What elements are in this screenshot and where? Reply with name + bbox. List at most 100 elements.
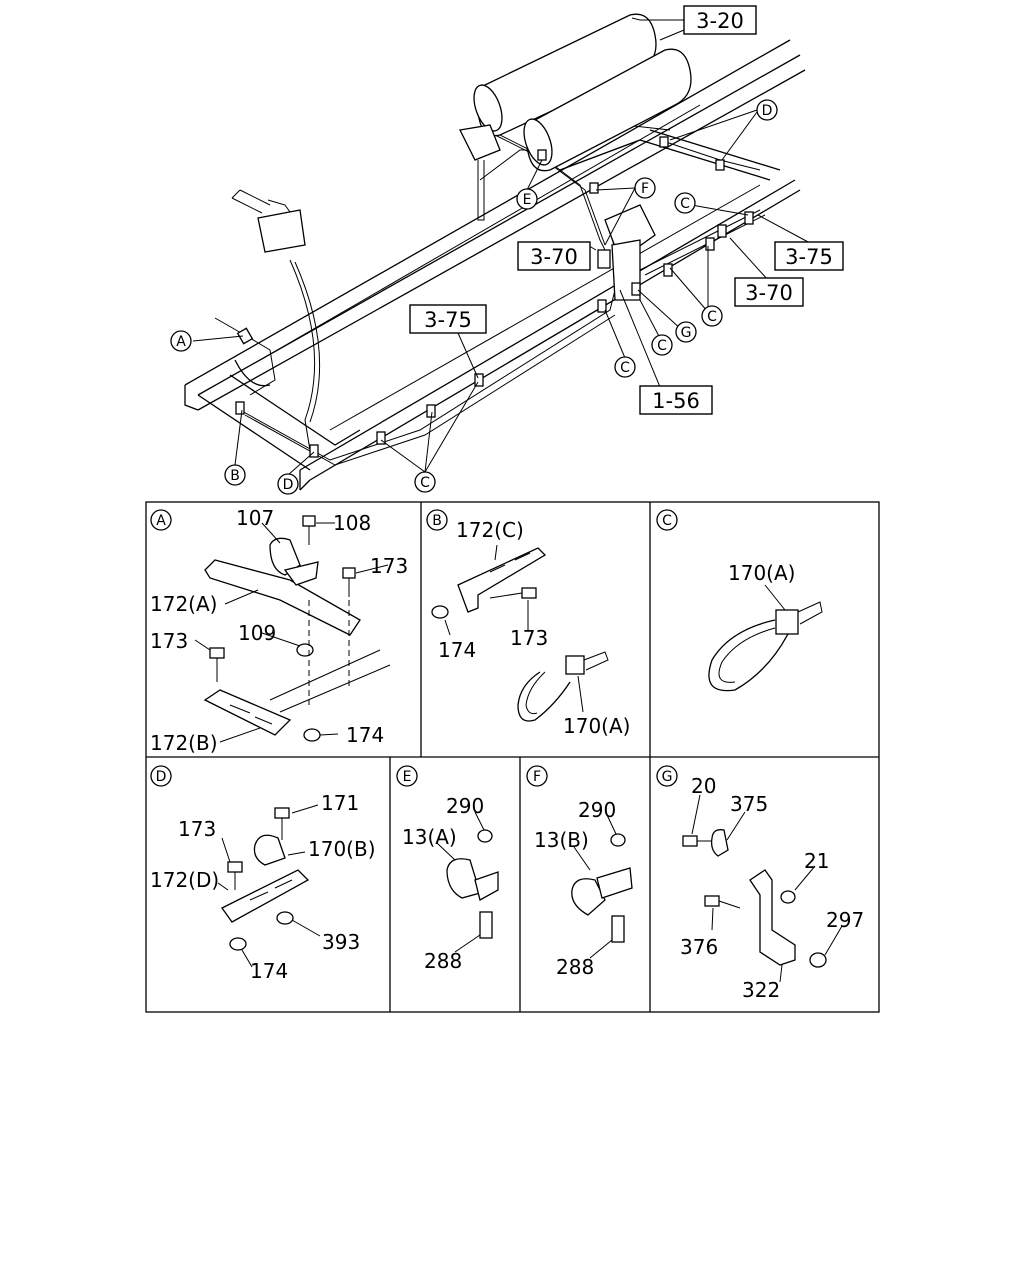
panel-e: E 290 13(A) 288	[396, 765, 499, 973]
svg-text:3-75: 3-75	[785, 245, 833, 269]
ref-box-3-70-right[interactable]: 3-70	[734, 277, 804, 307]
panel-a: A 107 108 173 172(A) 173 109 174 172(B)	[150, 506, 408, 755]
svg-text:C: C	[707, 309, 717, 325]
svg-text:13(A): 13(A)	[402, 825, 457, 849]
panel-b-letter: B	[426, 509, 448, 531]
svg-text:20: 20	[691, 774, 716, 798]
callout-c-bottom[interactable]: C	[414, 471, 436, 493]
svg-text:173: 173	[150, 629, 188, 653]
bracket-172a	[204, 559, 361, 636]
ref-box-3-20[interactable]: 3-20	[683, 5, 757, 35]
svg-text:C: C	[620, 360, 630, 376]
svg-text:13(B): 13(B)	[534, 828, 589, 852]
panel-c: C 170(A)	[656, 509, 823, 692]
bolt-20	[682, 835, 698, 847]
reference-boxes: 3-20 3-70 3-75 3-70 3-75 1-56	[409, 5, 844, 415]
svg-text:B: B	[432, 513, 442, 529]
nut-21	[780, 890, 796, 904]
panel-g-letter: G	[656, 765, 678, 787]
svg-text:E: E	[523, 192, 532, 208]
svg-text:3-20: 3-20	[696, 9, 744, 33]
svg-text:C: C	[657, 338, 667, 354]
svg-text:109: 109	[238, 621, 276, 645]
svg-text:21: 21	[804, 849, 829, 873]
svg-text:290: 290	[578, 798, 616, 822]
bolt-173	[227, 861, 243, 873]
svg-text:1-56: 1-56	[652, 389, 700, 413]
callout-c-right[interactable]: C	[701, 305, 723, 327]
callout-b[interactable]: B	[224, 464, 246, 486]
svg-text:170(B): 170(B)	[308, 837, 376, 861]
panel-g: G 20 375 21 297 376 322	[656, 765, 864, 1002]
callout-d-bottom[interactable]: D	[277, 473, 299, 495]
svg-text:170(A): 170(A)	[728, 561, 795, 585]
callout-c-mid[interactable]: C	[651, 334, 673, 356]
assembly-callouts: A B D C E F D C C G C C	[170, 99, 778, 495]
nut-290	[610, 833, 626, 847]
ref-box-3-75-right[interactable]: 3-75	[774, 241, 844, 271]
detail-grid	[145, 501, 880, 1013]
svg-text:B: B	[230, 468, 240, 484]
svg-text:3-70: 3-70	[745, 281, 793, 305]
nut-174	[431, 605, 449, 619]
svg-text:393: 393	[322, 930, 360, 954]
bolt-108	[302, 515, 316, 527]
bolt-376	[704, 895, 720, 907]
svg-text:E: E	[403, 769, 412, 785]
panel-d: D 171 173 170(B) 172(D) 393 174	[150, 765, 376, 983]
nut-174	[303, 728, 321, 742]
panel-b: B 172(C) 174 173 170(A)	[426, 509, 630, 738]
callout-g[interactable]: G	[675, 321, 697, 343]
leader-lines	[192, 17, 811, 476]
bolt-171	[274, 807, 290, 819]
callout-c-low[interactable]: C	[614, 356, 636, 378]
svg-text:D: D	[762, 103, 773, 119]
panel-a-letter: A	[150, 509, 172, 531]
callout-a[interactable]: A	[170, 330, 192, 352]
svg-text:A: A	[176, 334, 186, 350]
svg-text:174: 174	[346, 723, 384, 747]
svg-text:G: G	[681, 325, 692, 341]
svg-text:288: 288	[556, 955, 594, 979]
callout-f[interactable]: F	[634, 177, 656, 199]
callout-e[interactable]: E	[516, 188, 538, 210]
bolt-173	[521, 587, 537, 599]
svg-text:A: A	[156, 513, 166, 529]
svg-text:173: 173	[178, 817, 216, 841]
nut-290	[477, 829, 493, 843]
callout-c-top[interactable]: C	[674, 192, 696, 214]
svg-text:288: 288	[424, 949, 462, 973]
svg-text:C: C	[420, 475, 430, 491]
panel-c-letter: C	[656, 509, 678, 531]
nut-297	[809, 952, 827, 968]
ref-box-1-56[interactable]: 1-56	[639, 385, 713, 415]
nut-174	[229, 937, 247, 951]
callout-d-top[interactable]: D	[756, 99, 778, 121]
clamp-170b	[253, 834, 286, 866]
svg-text:172(C): 172(C)	[456, 518, 524, 542]
clamp-13b	[571, 878, 606, 916]
svg-text:172(A): 172(A)	[150, 592, 217, 616]
ref-box-3-75-left[interactable]: 3-75	[409, 304, 487, 334]
svg-text:172(B): 172(B)	[150, 731, 218, 755]
ref-box-3-70-left[interactable]: 3-70	[517, 241, 591, 271]
svg-text:375: 375	[730, 792, 768, 816]
svg-text:322: 322	[742, 978, 780, 1002]
svg-text:173: 173	[510, 626, 548, 650]
svg-text:297: 297	[826, 908, 864, 932]
bolt-288	[479, 911, 493, 939]
svg-text:D: D	[156, 769, 167, 785]
svg-text:290: 290	[446, 794, 484, 818]
svg-text:171: 171	[321, 791, 359, 815]
panel-f-letter: F	[526, 765, 548, 787]
svg-text:108: 108	[333, 511, 371, 535]
cable-tie-170a	[708, 619, 791, 692]
svg-text:3-75: 3-75	[424, 308, 472, 332]
svg-text:170(A): 170(A)	[563, 714, 630, 738]
clamp-13a	[446, 858, 481, 899]
frame-assembly	[184, 13, 806, 491]
cable-tie-170a	[517, 671, 571, 722]
svg-text:3-70: 3-70	[530, 245, 578, 269]
svg-text:C: C	[680, 196, 690, 212]
